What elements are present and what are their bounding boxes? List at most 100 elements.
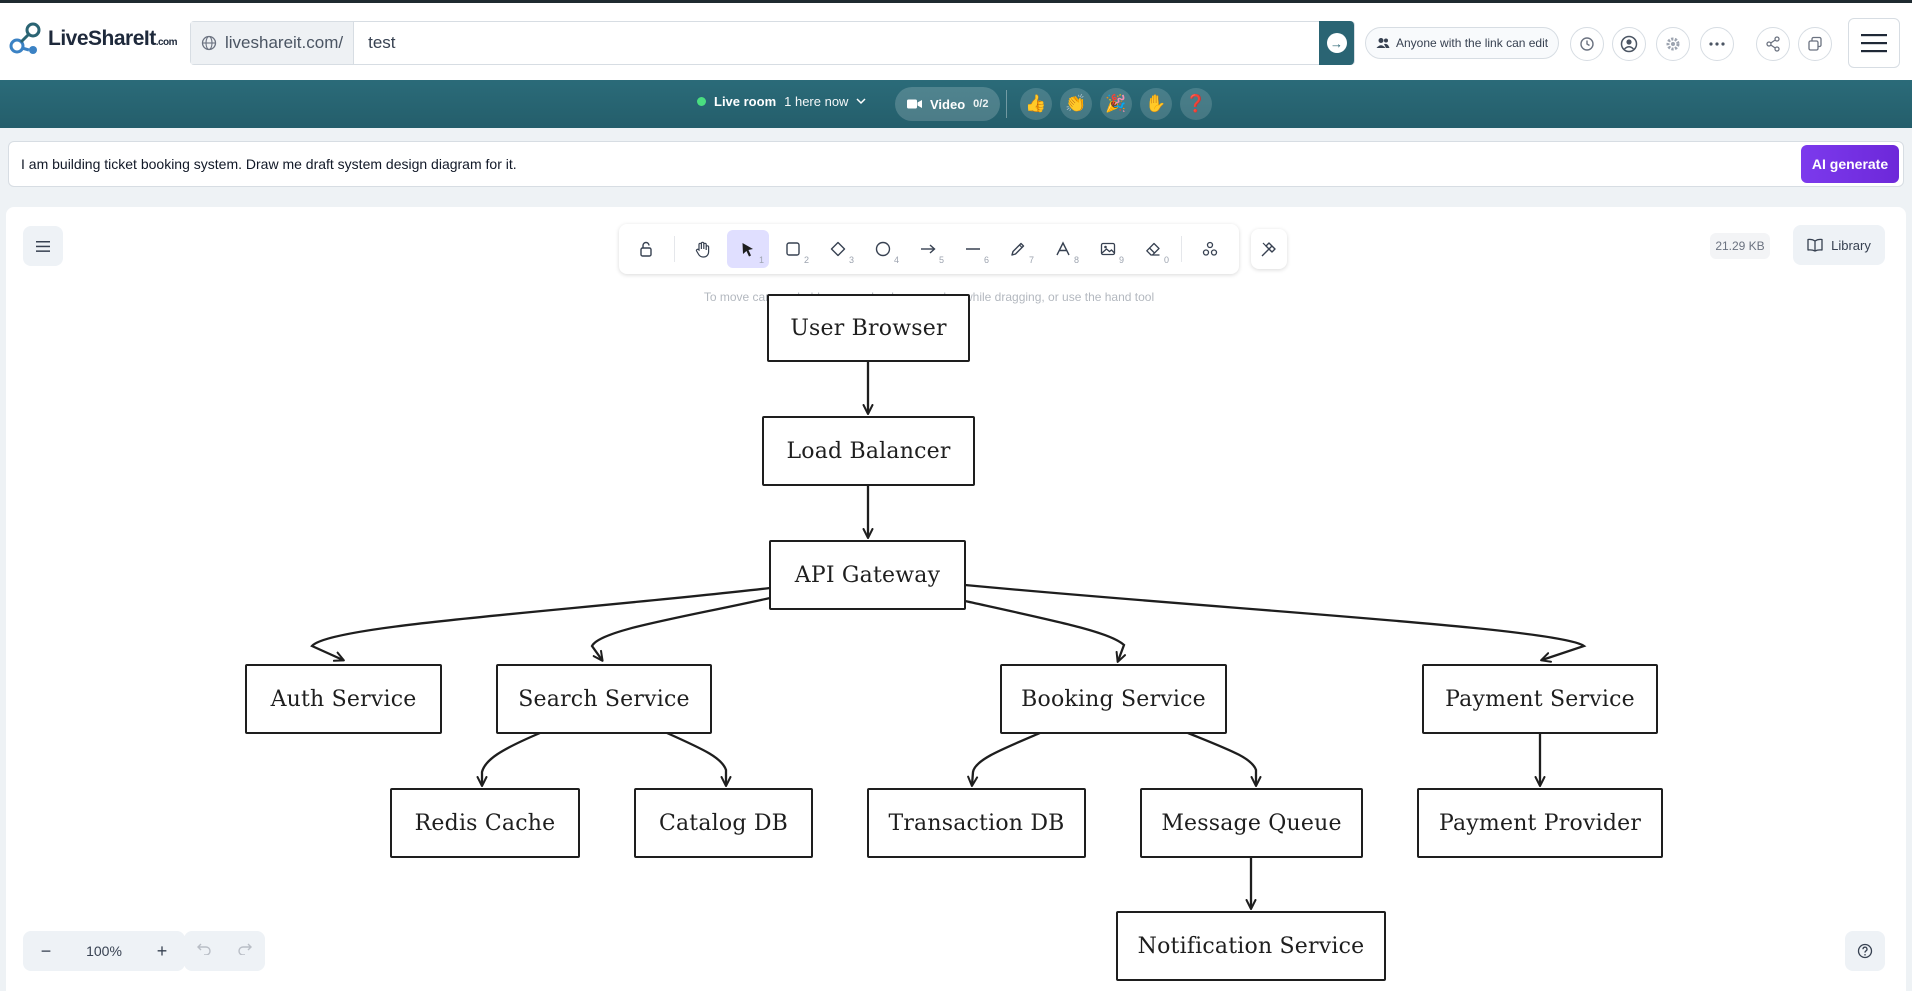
node-payment-service[interactable]: Payment Service: [1422, 664, 1658, 734]
menu-icon: [36, 240, 50, 252]
live-room-bar: Live room 1 here now Video 0/2 👍 👏 🎉 ✋ ❓: [0, 80, 1912, 128]
ai-prompt-input[interactable]: [9, 142, 1801, 186]
user-circle-icon: [1620, 35, 1638, 53]
node-message-queue[interactable]: Message Queue: [1140, 788, 1363, 858]
copy-button[interactable]: [1798, 27, 1832, 61]
help-button[interactable]: [1845, 931, 1885, 971]
ai-generate-button[interactable]: AI generate: [1801, 145, 1899, 183]
undo-redo-group: [184, 931, 265, 971]
ellipse-icon: [875, 241, 891, 257]
node-catalog-db[interactable]: Catalog DB: [634, 788, 813, 858]
users-icon: [1376, 38, 1390, 48]
pencil-icon: [1011, 242, 1025, 256]
share-icon: [1766, 36, 1780, 52]
laser-pointer-icon: [1261, 242, 1276, 257]
toolbar-divider: [1181, 236, 1182, 262]
reaction-raise-hand[interactable]: ✋: [1140, 88, 1172, 120]
reaction-thumbs-up[interactable]: 👍: [1020, 88, 1052, 120]
arrow-icon: [921, 244, 936, 254]
history-icon: [1580, 37, 1594, 51]
tool-text[interactable]: 8: [1042, 230, 1084, 268]
hand-icon: [695, 241, 710, 258]
zoom-level[interactable]: 100%: [86, 943, 122, 959]
tool-diamond[interactable]: 3: [817, 230, 859, 268]
main-menu-button[interactable]: [1848, 18, 1900, 68]
gear-icon: [1666, 37, 1680, 51]
history-button[interactable]: [1570, 27, 1604, 61]
node-booking-service[interactable]: Booking Service: [1000, 664, 1227, 734]
url-prefix-text: liveshareit.com/: [225, 33, 344, 52]
tool-image[interactable]: 9: [1087, 230, 1129, 268]
more-options-button[interactable]: [1700, 27, 1734, 61]
text-icon: [1056, 241, 1070, 256]
brand-name: LiveShareIt.com: [48, 27, 178, 50]
access-permission-button[interactable]: Anyone with the link can edit: [1365, 27, 1560, 59]
participant-count: 1 here now: [784, 94, 849, 109]
tool-key: 9: [1118, 255, 1124, 265]
video-label: Video: [930, 96, 966, 112]
profile-button[interactable]: [1612, 27, 1646, 61]
canvas-menu-button[interactable]: [23, 226, 63, 266]
node-user-browser[interactable]: User Browser: [767, 294, 970, 362]
tool-arrow[interactable]: 5: [907, 230, 949, 268]
go-button[interactable]: →: [1319, 21, 1354, 65]
zoom-in-button[interactable]: +: [156, 940, 168, 961]
node-auth-service[interactable]: Auth Service: [245, 664, 442, 734]
tool-line[interactable]: 6: [952, 230, 994, 268]
reaction-clap[interactable]: 👏: [1060, 88, 1092, 120]
file-size-badge: 21.29 KB: [1710, 233, 1770, 259]
toolbar-divider: [674, 236, 675, 262]
tool-ellipse[interactable]: 4: [862, 230, 904, 268]
reaction-question[interactable]: ❓: [1180, 88, 1212, 120]
node-notification-service[interactable]: Notification Service: [1116, 911, 1386, 981]
more-horizontal-icon: [1709, 42, 1725, 46]
reaction-party[interactable]: 🎉: [1100, 88, 1132, 120]
video-count: 0/2: [973, 98, 989, 110]
room-address-bar: liveshareit.com/ →: [190, 21, 1355, 65]
tool-key: 8: [1073, 255, 1079, 265]
live-room-dropdown[interactable]: Live room 1 here now: [697, 94, 866, 109]
pointer-icon: [742, 242, 753, 256]
undo-button[interactable]: [197, 942, 211, 960]
image-icon: [1100, 242, 1116, 256]
laser-pointer-button[interactable]: [1251, 229, 1287, 269]
node-load-balancer[interactable]: Load Balancer: [762, 416, 975, 486]
tool-key: 7: [1028, 255, 1034, 265]
line-icon: [966, 248, 980, 250]
tool-key: 0: [1163, 255, 1169, 265]
node-payment-provider[interactable]: Payment Provider: [1417, 788, 1663, 858]
tool-key: 3: [848, 255, 854, 265]
undo-icon: [197, 943, 211, 956]
help-circle-icon: [1857, 943, 1873, 959]
settings-button[interactable]: [1656, 27, 1690, 61]
video-button[interactable]: Video 0/2: [895, 87, 1001, 121]
zoom-control: − 100% +: [23, 931, 185, 971]
share-network-logo-icon: [9, 22, 41, 54]
tool-hand[interactable]: [682, 230, 724, 268]
chevron-down-icon: [856, 98, 866, 105]
drawing-toolbar: 1 2 3 4 5 6 7 8: [619, 224, 1239, 274]
node-api-gateway[interactable]: API Gateway: [769, 540, 966, 610]
redo-button[interactable]: [238, 942, 252, 960]
node-transaction-db[interactable]: Transaction DB: [867, 788, 1086, 858]
room-name-input[interactable]: [354, 22, 1319, 64]
tool-eraser[interactable]: 0: [1132, 230, 1174, 268]
brand-logo[interactable]: LiveShareIt.com: [8, 20, 178, 58]
share-button[interactable]: [1756, 27, 1790, 61]
node-redis-cache[interactable]: Redis Cache: [390, 788, 580, 858]
zoom-out-button[interactable]: −: [40, 940, 52, 961]
eraser-icon: [1146, 242, 1160, 256]
access-label: Anyone with the link can edit: [1396, 36, 1549, 50]
tool-selection[interactable]: 1: [727, 230, 769, 268]
arrow-right-circle-icon: →: [1326, 33, 1347, 53]
tool-key: 1: [758, 255, 764, 265]
tool-rectangle[interactable]: 2: [772, 230, 814, 268]
live-bar-divider: [1006, 90, 1007, 118]
tool-more-shapes[interactable]: [1189, 230, 1231, 268]
library-button[interactable]: Library: [1793, 225, 1885, 265]
ai-prompt-bar: AI generate: [8, 141, 1904, 187]
node-search-service[interactable]: Search Service: [496, 664, 712, 734]
live-room-label: Live room: [714, 94, 777, 109]
tool-draw[interactable]: 7: [997, 230, 1039, 268]
tool-lock[interactable]: [625, 230, 667, 268]
